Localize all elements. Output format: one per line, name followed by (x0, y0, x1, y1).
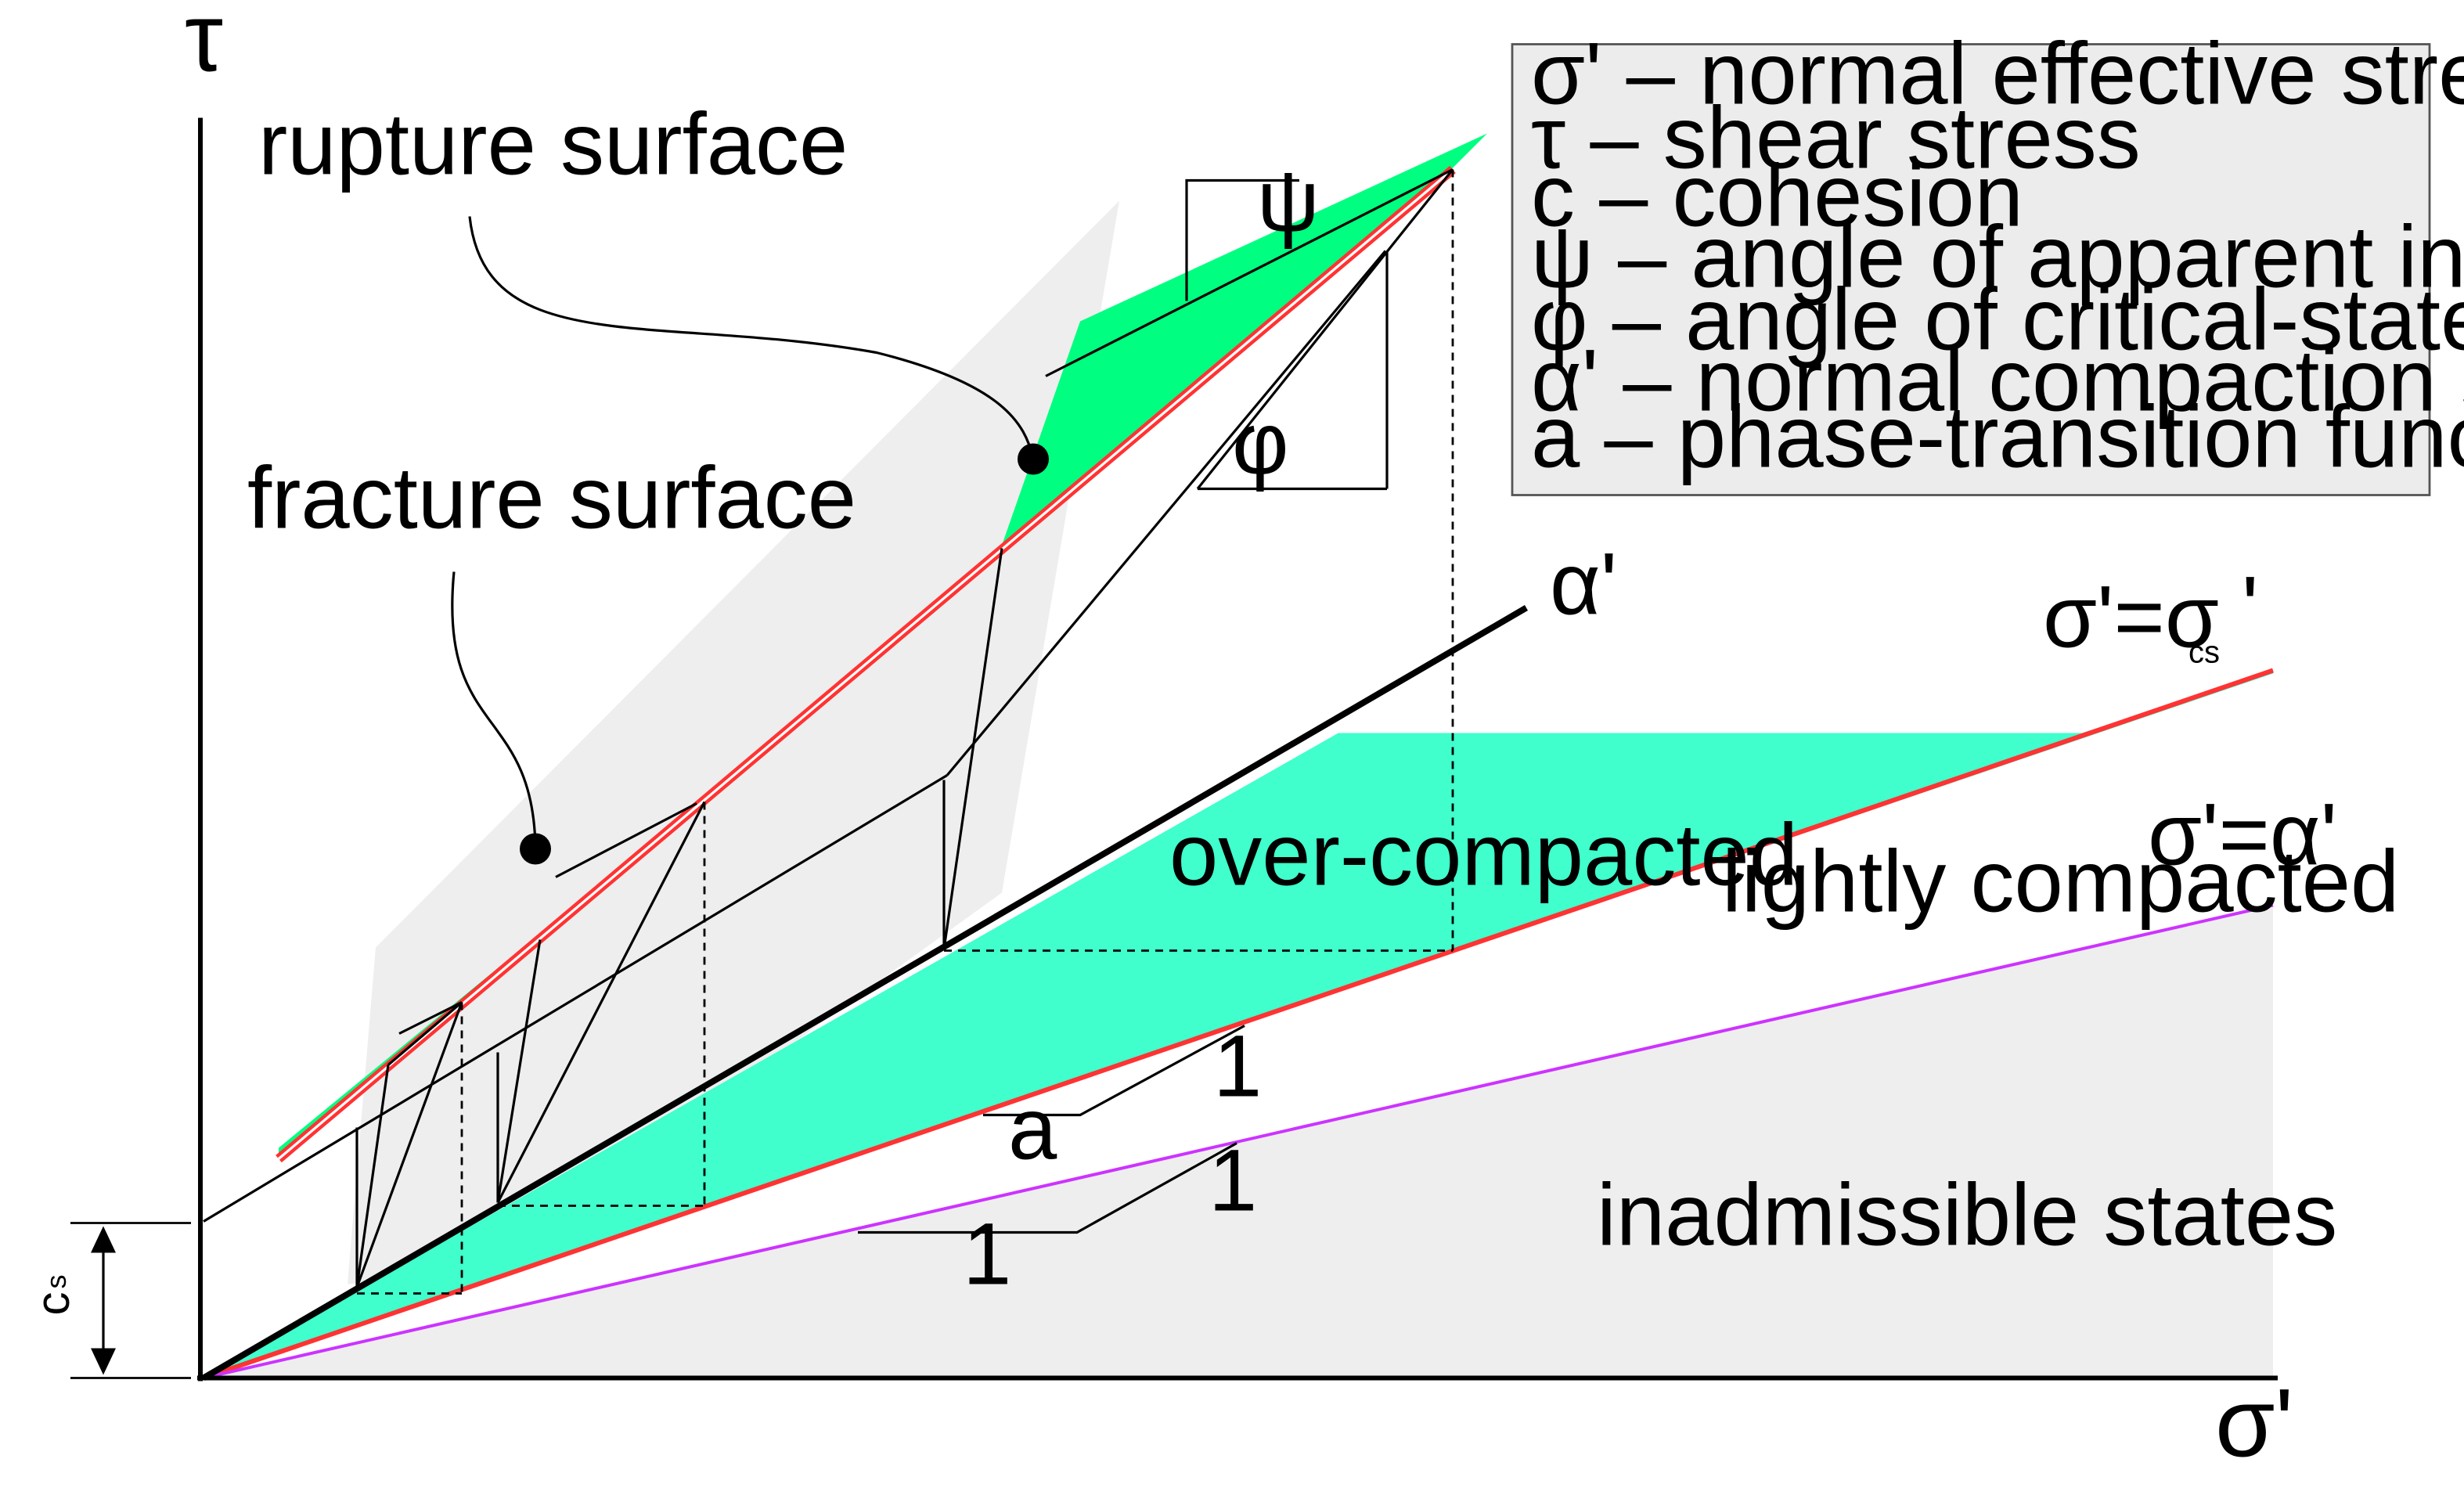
svg-text:': ' (2242, 559, 2258, 657)
svg-text:σ'=σ: σ'=σ (2043, 568, 2219, 666)
fracture-line-inner (277, 168, 1454, 1160)
sigma-alpha-label: σ'=α' (2148, 786, 2337, 884)
legend-item-alpha: α' – normal compaction strength (1531, 332, 2464, 430)
fracture-leader (451, 571, 537, 846)
slope-label-1b: 1 (1209, 1132, 1257, 1230)
legend-item-phi: φ – angle of critical-state internal fri… (1531, 271, 2464, 369)
legend-item-a: a – phase-transition function (1531, 388, 2464, 486)
legend-box (1511, 43, 2431, 496)
rupture-leader (468, 216, 1035, 459)
cs-label: c s (27, 1275, 79, 1316)
construction-lines (203, 168, 1454, 1288)
fracture-dot (520, 833, 551, 865)
fracture-label: fracture surface (247, 449, 856, 547)
psi-label: ψ (1257, 152, 1320, 250)
critical-state-line (203, 668, 2274, 1381)
compaction-strength-line (201, 605, 1529, 1381)
legend-item-sigma: σ' – normal effective stress (1531, 25, 2464, 123)
alpha-label: α' (1550, 535, 1617, 633)
rupture-label: rupture surface (258, 95, 848, 193)
legend-item-psi: ψ – angle of apparent internal friction (1531, 208, 2464, 306)
legend-item-c: c – cohesion (1531, 147, 2023, 245)
svg-text:s: s (40, 1275, 72, 1289)
legend-list: σ' – normal effective stress τ – shear s… (1531, 25, 2464, 486)
dashed-projections (357, 169, 1454, 1295)
svg-text:c: c (27, 1292, 79, 1316)
over-compacted-label: over-compacted (1169, 806, 1798, 904)
y-axis-label: τ (185, 0, 223, 92)
inadmissible-label: inadmissible states (1597, 1166, 2337, 1264)
cs-arrow-down-icon (91, 1348, 116, 1375)
svg-text:cs: cs (2188, 636, 2220, 670)
phi-label: φ (1232, 394, 1289, 492)
background-gray-band (348, 200, 1119, 1284)
rupture-dot (1018, 443, 1049, 475)
sigma-alpha-line (203, 903, 2274, 1380)
slope-label-a: a (1008, 1080, 1057, 1178)
sigma-cs-label: σ'=σ cs ' (2043, 559, 2258, 670)
cs-arrow-up-icon (91, 1226, 116, 1253)
slope-label-1c: 1 (963, 1205, 1011, 1303)
lightly-compacted-label: lightly compacted (1722, 833, 2399, 931)
x-axis-label: σ' (2215, 1370, 2293, 1478)
slope-label-1a: 1 (1213, 1018, 1262, 1115)
legend-item-tau: τ – shear stress (1531, 89, 2141, 187)
